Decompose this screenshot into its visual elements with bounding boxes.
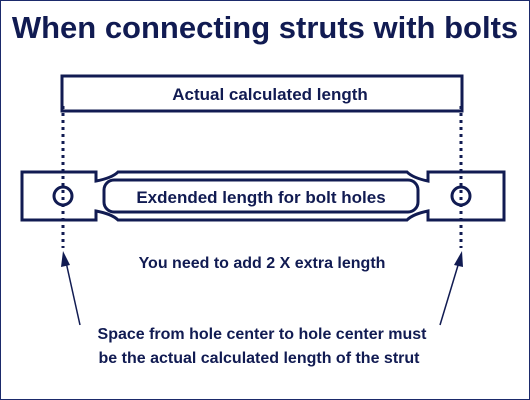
strut-center-panel xyxy=(102,178,420,214)
caption-line-1: Space from hole center to hole center mu… xyxy=(98,326,428,343)
caption-line-2: be the actual calculated length of the s… xyxy=(99,350,421,367)
pointer-arrow-left xyxy=(65,261,81,326)
pointer-arrowhead-left xyxy=(61,251,70,267)
extra-length-note: You need to add 2 X extra length xyxy=(139,255,386,272)
pointer-arrowhead-right xyxy=(454,251,463,267)
bolt-hole-right xyxy=(450,185,472,207)
calculated-length-bar xyxy=(60,74,464,113)
calculated-length-label: Actual calculated length xyxy=(172,85,368,104)
diagram-title: When connecting struts with bolts xyxy=(11,10,519,45)
bolt-hole-left xyxy=(52,185,74,207)
pointer-arrow-right xyxy=(439,261,460,326)
strut-extended-label: Exdended length for bolt holes xyxy=(136,188,385,207)
